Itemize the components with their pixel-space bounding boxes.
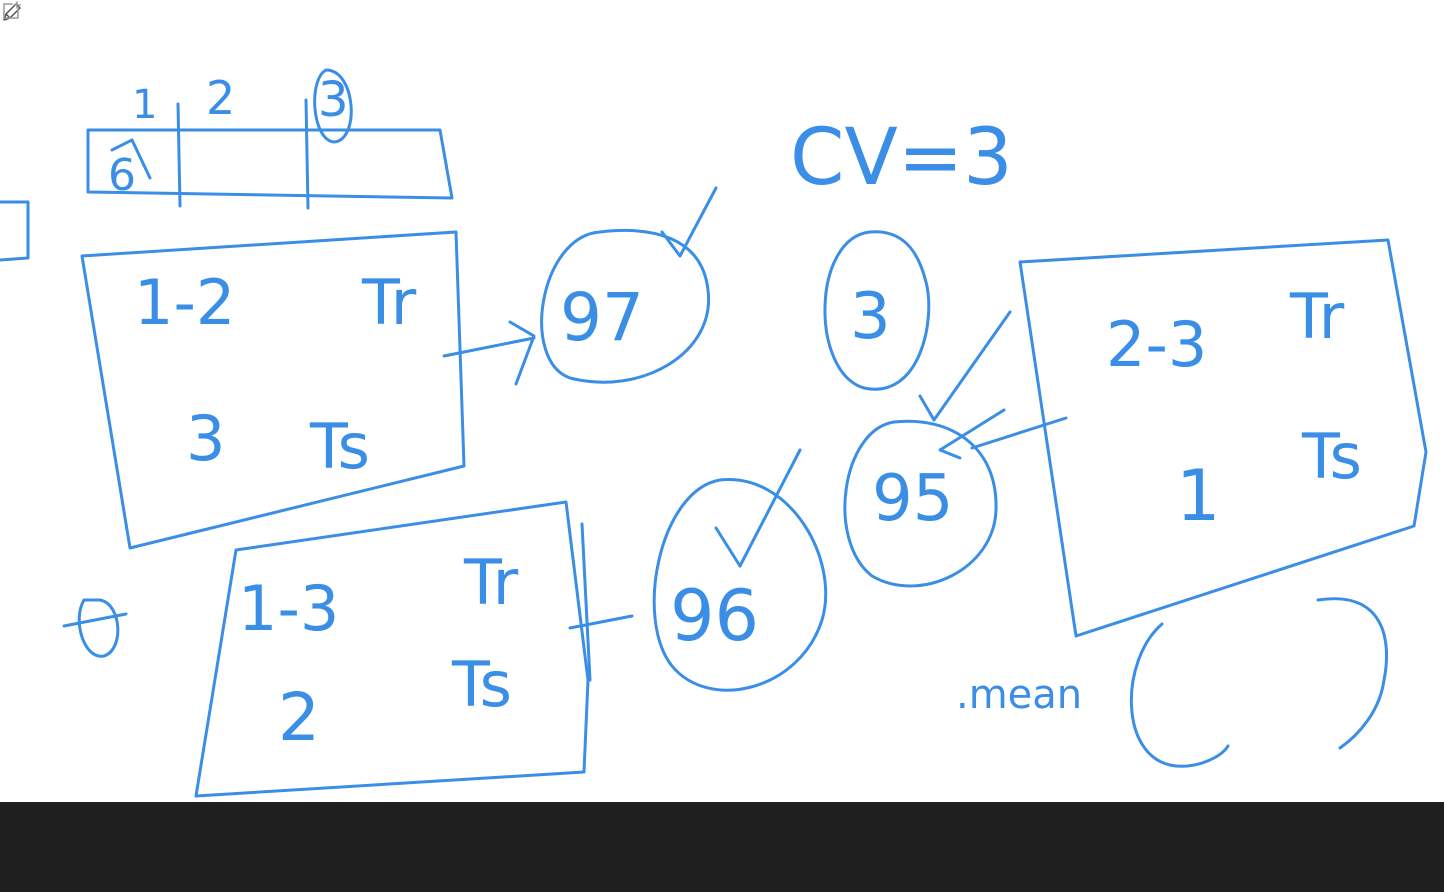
score-95: 95 [872, 462, 953, 536]
fold-3-test-fold: 1 [1176, 455, 1221, 537]
fold-2-train: Tr [463, 546, 519, 619]
fold-2-left-mark [62, 598, 128, 658]
fold-3-train: Tr [1289, 280, 1345, 353]
fold-1-arrow [442, 320, 536, 386]
fold-1-box [80, 230, 466, 550]
fold-3-split: 2-3 [1106, 308, 1207, 381]
score-95-circle [843, 419, 998, 588]
fold-3-box [1018, 238, 1428, 638]
score-95-arrow [938, 408, 1068, 460]
score-97-circle [540, 228, 711, 384]
fold-2-side-mark [580, 522, 592, 682]
whiteboard-canvas[interactable]: 1 2 3 6 1-2 Tr 3 Ts 97 CV=3 3 2-3 Tr 1 T… [0, 0, 1444, 802]
fold-2-test: Ts [451, 648, 512, 721]
score-96: 96 [670, 575, 759, 657]
mean-label: .mean [956, 672, 1082, 718]
cv-label: CV=3 [790, 113, 1013, 203]
top-table-col-2: 2 [206, 71, 235, 125]
top-table-divider-1 [176, 102, 182, 208]
top-table-cell-mark [110, 138, 152, 180]
score-97-check [660, 186, 718, 258]
top-table-col-1: 1 [132, 82, 157, 128]
fold-3-test: Ts [1301, 420, 1362, 493]
left-edge-mark [0, 200, 30, 262]
fold-1-train: Tr [361, 266, 417, 339]
circle-3 [823, 230, 931, 391]
mean-bracket-right [1316, 597, 1388, 750]
fold-2-box [194, 500, 590, 798]
top-table-divider-2 [304, 98, 310, 210]
circle-3-number: 3 [850, 280, 891, 354]
add-page-icon[interactable] [0, 0, 22, 22]
fold-1-test-fold: 3 [186, 402, 225, 475]
fold-1-test: Ts [309, 410, 370, 483]
score-95-check [918, 310, 1012, 422]
score-97: 97 [560, 279, 644, 356]
score-96-check [714, 448, 802, 568]
fold-1-split: 1-2 [134, 266, 235, 339]
top-table-cell: 6 [108, 150, 136, 201]
fold-2-arrow [568, 614, 634, 630]
fold-2-split: 1-3 [238, 572, 339, 645]
ink-layer: 1 2 3 6 1-2 Tr 3 Ts 97 CV=3 3 2-3 Tr 1 T… [0, 68, 1428, 798]
score-96-circle [652, 478, 828, 692]
top-table-col-3-circle [313, 68, 353, 144]
bottom-bar [0, 802, 1444, 892]
fold-2-test-fold: 2 [278, 679, 320, 756]
top-table-outline [86, 128, 454, 200]
mean-bracket-left [1129, 622, 1230, 768]
